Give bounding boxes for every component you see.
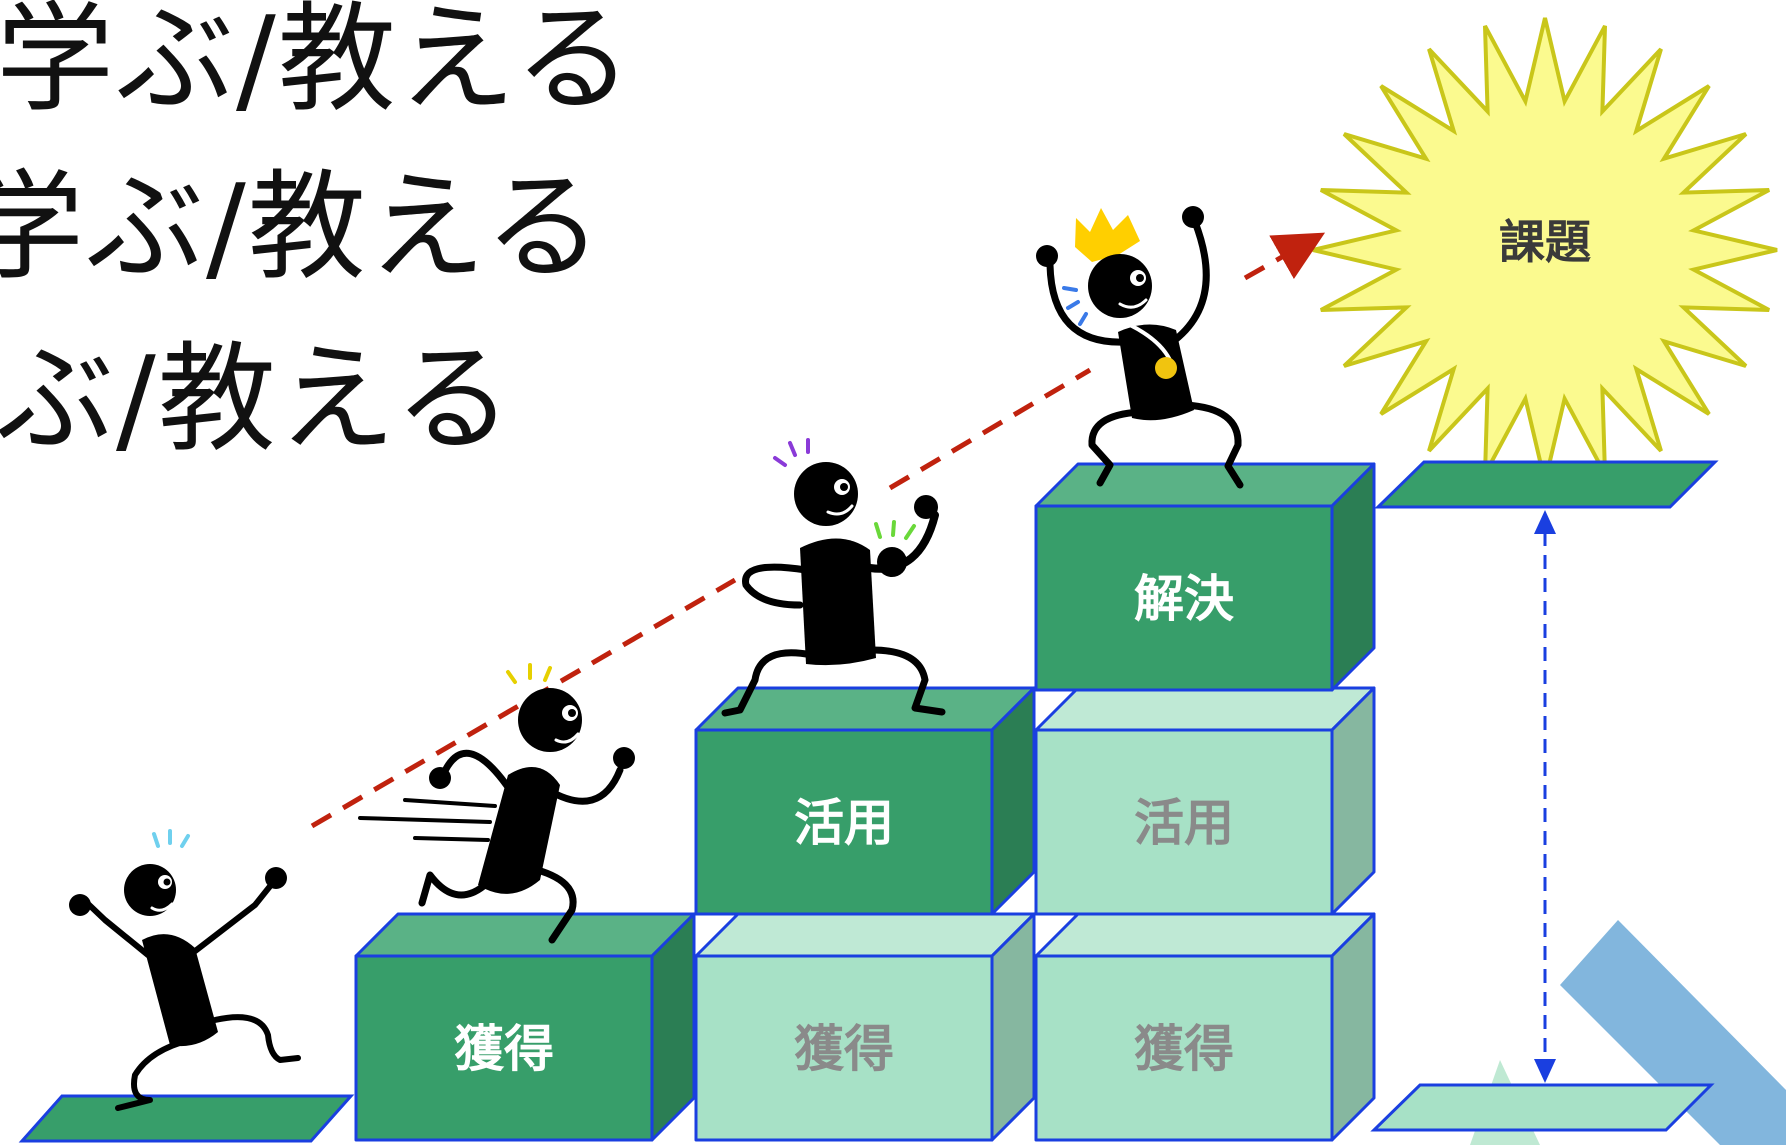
block-1-active: 獲得 bbox=[354, 912, 696, 1142]
block-side-face bbox=[650, 912, 696, 1142]
deco-blue-shape bbox=[1560, 920, 1786, 1145]
crown-icon bbox=[1075, 208, 1140, 262]
goal-platform-bottom bbox=[1370, 1083, 1715, 1132]
stick-figure-pointing-icon bbox=[69, 829, 301, 1111]
start-platform bbox=[18, 1094, 355, 1143]
goal-label: 課題 bbox=[1499, 215, 1591, 269]
block-label: 獲得 bbox=[454, 1020, 554, 1078]
goal-burst: 課題 bbox=[1312, 17, 1778, 483]
block-6-active: 解決 bbox=[1034, 462, 1376, 692]
block-top-face bbox=[354, 912, 696, 958]
block-side-face bbox=[1330, 462, 1376, 692]
block-label: 活用 bbox=[1134, 794, 1234, 852]
block-label: 活用 bbox=[794, 794, 894, 852]
stick-figure-running-icon bbox=[358, 663, 635, 944]
block-side-face bbox=[990, 912, 1036, 1142]
block-front-face bbox=[1034, 504, 1334, 692]
block-side-face bbox=[990, 686, 1036, 916]
gap-double-arrow bbox=[1534, 510, 1556, 1083]
block-front-face bbox=[354, 954, 654, 1142]
block-front-face bbox=[1034, 728, 1334, 916]
block-3-active: 活用 bbox=[694, 686, 1036, 916]
block-4-faded: 獲得 bbox=[1034, 912, 1376, 1142]
block-label: 解決 bbox=[1134, 570, 1234, 628]
heading-line-3: ぶ/教える bbox=[0, 330, 515, 468]
block-5-faded: 活用 bbox=[1034, 686, 1376, 916]
block-front-face bbox=[694, 728, 994, 916]
block-side-face bbox=[1330, 686, 1376, 916]
block-front-face bbox=[1034, 954, 1334, 1142]
block-label: 獲得 bbox=[794, 1020, 894, 1078]
block-front-face bbox=[694, 954, 994, 1142]
stick-figure-flexing-icon bbox=[721, 438, 946, 717]
block-side-face bbox=[1330, 912, 1376, 1142]
heading-line-1: 学ぶ/教える bbox=[0, 0, 635, 128]
progress-trajectory bbox=[310, 232, 1326, 829]
block-stack: 獲得 獲得 獲得 活用 活用 解決 bbox=[354, 462, 1376, 1142]
block-top-face bbox=[694, 912, 1036, 958]
heading-line-2: 学ぶ/教える bbox=[0, 158, 605, 296]
stick-figure-crowned-icon bbox=[1036, 206, 1244, 489]
block-top-face bbox=[1034, 462, 1376, 508]
block-2-faded: 獲得 bbox=[694, 912, 1036, 1142]
block-label: 獲得 bbox=[1134, 1020, 1234, 1078]
goal-platform-top bbox=[1374, 460, 1719, 509]
block-top-face bbox=[1034, 686, 1376, 732]
block-top-face bbox=[1034, 912, 1376, 958]
